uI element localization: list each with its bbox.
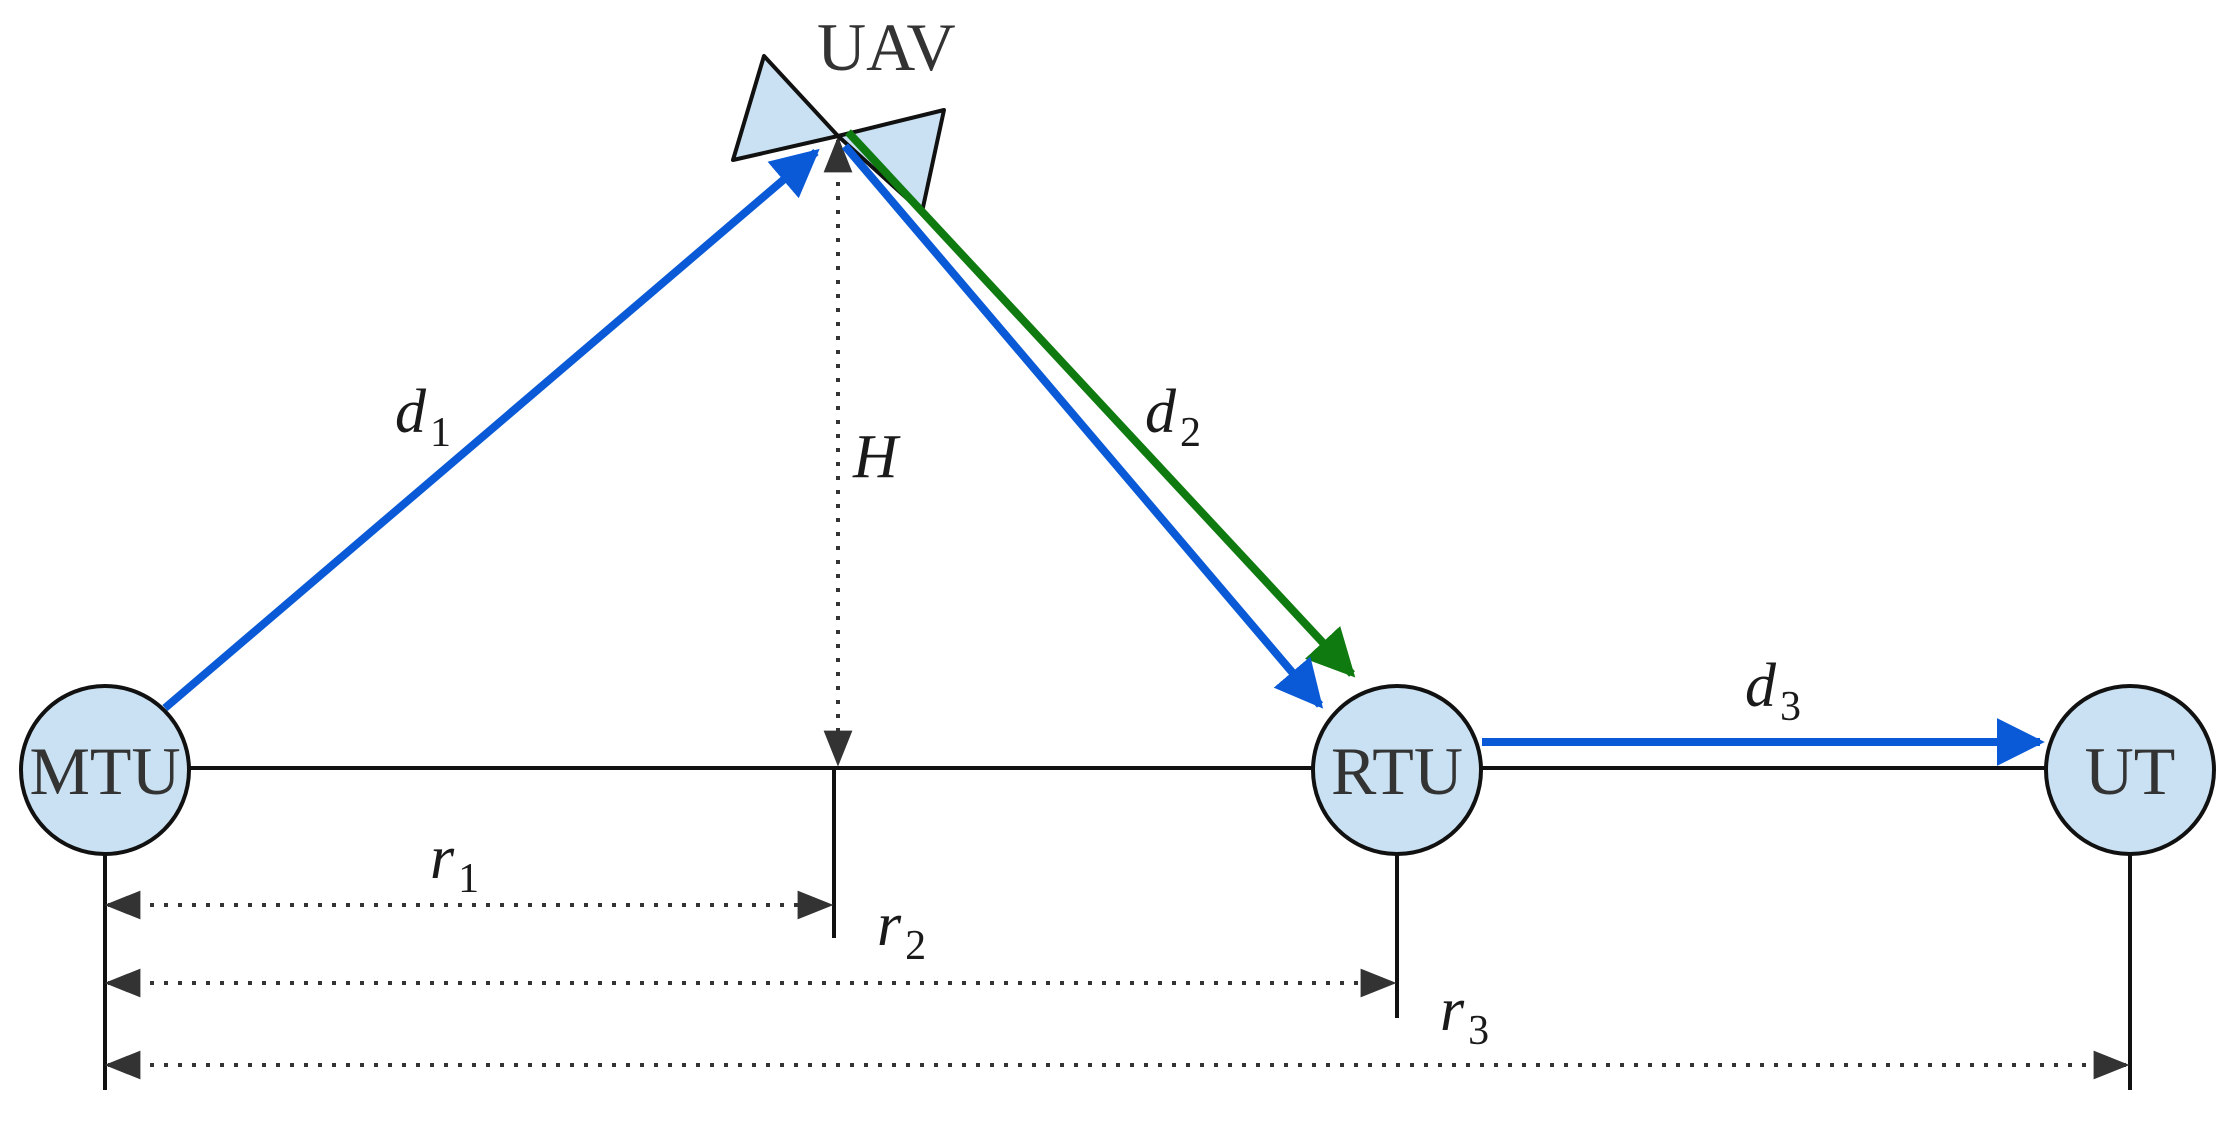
d1-label: d1 [395,378,451,456]
h-label: H [852,423,901,491]
d3-label: d3 [1745,652,1801,730]
r3-label: r3 [1440,976,1489,1054]
link-d2-green [845,129,1356,678]
r3-subscript: 3 [1468,1008,1489,1054]
d1-main: d [395,378,427,446]
r3-main: r [1440,976,1465,1044]
rtu-node: RTU [1311,684,1483,856]
link-d2-blue [841,143,1324,709]
link-d1 [162,148,820,712]
r1-subscript: 1 [458,856,479,902]
d3-main: d [1745,652,1777,720]
d1-subscript: 1 [430,410,451,456]
r2-main: r [877,891,902,959]
rtu-label: RTU [1331,733,1463,809]
r1-main: r [430,824,455,892]
r2-label: r2 [877,891,926,969]
d3-subscript: 3 [1780,684,1801,730]
uav-icon [731,54,946,214]
uav-label: UAV [817,9,956,85]
d2-label: d2 [1145,378,1201,456]
ut-node: UT [2044,684,2216,856]
r2-subscript: 2 [905,923,926,969]
r1-label: r1 [430,824,479,902]
ut-label: UT [2085,733,2176,809]
d2-subscript: 2 [1180,410,1201,456]
mtu-node: MTU [19,684,191,856]
mtu-label: MTU [29,733,180,809]
d2-main: d [1145,378,1177,446]
